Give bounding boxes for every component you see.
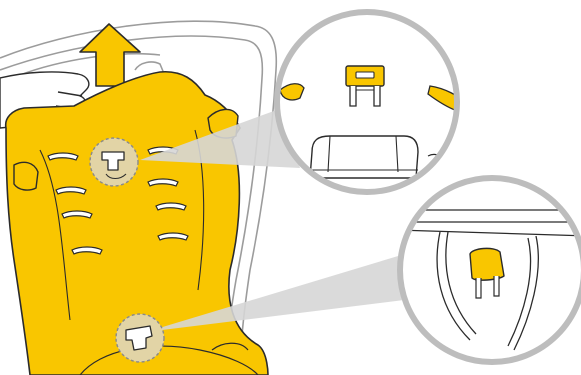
detail-callout-top — [277, 12, 466, 196]
detail-callout-bottom — [396, 178, 581, 362]
clip-marker-bottom — [116, 314, 164, 362]
clip-marker-top — [90, 138, 138, 186]
up-arrow-icon — [80, 24, 140, 86]
